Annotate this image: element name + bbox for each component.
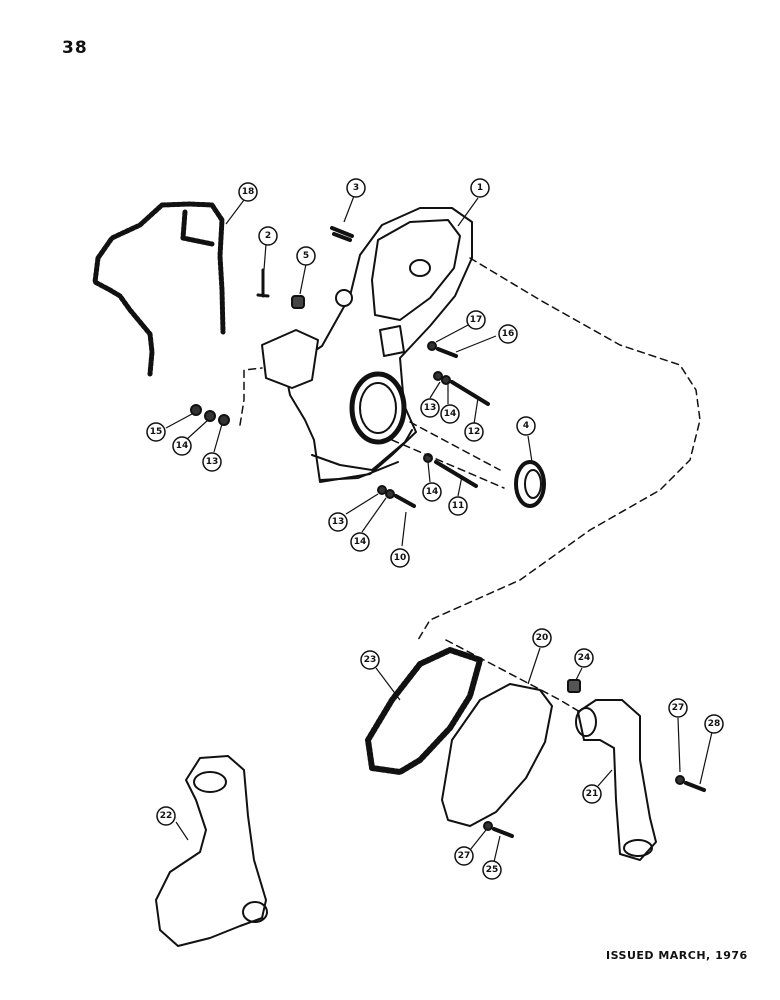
- callout-14-mid: 14: [426, 487, 439, 497]
- callout-3: 3: [353, 183, 359, 193]
- callout-12: 12: [468, 427, 481, 437]
- cover-plate: [441, 683, 553, 827]
- callout-22: 22: [160, 811, 173, 821]
- callout-25: 25: [486, 865, 499, 875]
- page-number: 38: [62, 38, 88, 58]
- callout-18: 18: [242, 187, 255, 197]
- washer-14-upper: [441, 375, 451, 385]
- washer-13-upper: [433, 371, 443, 381]
- washer-13-left: [218, 414, 230, 426]
- housing-bottom-flange: [311, 429, 413, 481]
- oil-seal: [514, 460, 546, 508]
- callout-20: 20: [536, 633, 549, 643]
- callout-27-right: 27: [672, 703, 685, 713]
- bolt-11: [434, 460, 478, 488]
- bolt-28: [684, 781, 706, 792]
- stud-3: [330, 226, 354, 242]
- spacer-24: [567, 679, 581, 693]
- washer-27-lower: [483, 821, 493, 831]
- callout-23: 23: [364, 655, 377, 665]
- upper-cover-window: [409, 259, 431, 277]
- housing-rib: [379, 325, 405, 357]
- callout-14-lower: 14: [354, 537, 367, 547]
- bolt-25: [492, 827, 514, 838]
- callout-4: 4: [523, 421, 529, 431]
- seal-bore-inner: [359, 382, 397, 434]
- callout-14-left: 14: [176, 441, 189, 451]
- timing-cover-inner-rim: [371, 219, 461, 321]
- bolt-10: [394, 494, 416, 508]
- timing-cover-housing: [284, 207, 473, 483]
- callout-10: 10: [394, 553, 407, 563]
- elbow-22-inlet: [193, 771, 227, 793]
- callout-bubbles: [146, 178, 724, 880]
- leader-lines: [165, 195, 713, 863]
- bolt-12: [450, 380, 490, 406]
- callout-13-upper: 13: [424, 403, 437, 413]
- elbow-21-outlet: [623, 839, 653, 857]
- water-elbow-21: [577, 699, 657, 861]
- callout-13-lower: 13: [332, 517, 345, 527]
- callout-1: 1: [477, 183, 483, 193]
- oil-seal-inner: [524, 469, 542, 499]
- callout-11: 11: [452, 501, 465, 511]
- nut-15: [190, 404, 202, 416]
- front-cover-gasket: [92, 201, 226, 377]
- dowel-5: [291, 295, 305, 309]
- water-elbow-22: [155, 755, 267, 947]
- elbow-22-outlet: [242, 901, 268, 923]
- washer-17: [427, 341, 437, 351]
- callout-24: 24: [578, 653, 591, 663]
- elbow-21-inlet: [575, 707, 597, 737]
- washer-14-left: [204, 410, 216, 422]
- lower-cover-gasket: [365, 647, 483, 775]
- callout-5: 5: [303, 251, 309, 261]
- washer-27-right: [675, 775, 685, 785]
- callout-28: 28: [708, 719, 721, 729]
- seal-bore: [349, 371, 407, 445]
- callout-2: 2: [265, 231, 271, 241]
- washer-13-lower: [377, 485, 387, 495]
- callout-21: 21: [586, 789, 599, 799]
- callout-17: 17: [470, 315, 483, 325]
- callout-13-left: 13: [206, 457, 219, 467]
- screw-2: [256, 268, 270, 298]
- callout-15: 15: [150, 427, 163, 437]
- issue-date: ISSUED MARCH, 1976: [606, 949, 748, 962]
- housing-boss: [335, 289, 353, 307]
- callout-16: 16: [502, 329, 515, 339]
- callout-14-upper: 14: [444, 409, 457, 419]
- callout-27-lower: 27: [458, 851, 471, 861]
- washer-14-lower: [385, 489, 395, 499]
- bolt-16: [436, 347, 458, 358]
- housing-left-block: [261, 329, 319, 389]
